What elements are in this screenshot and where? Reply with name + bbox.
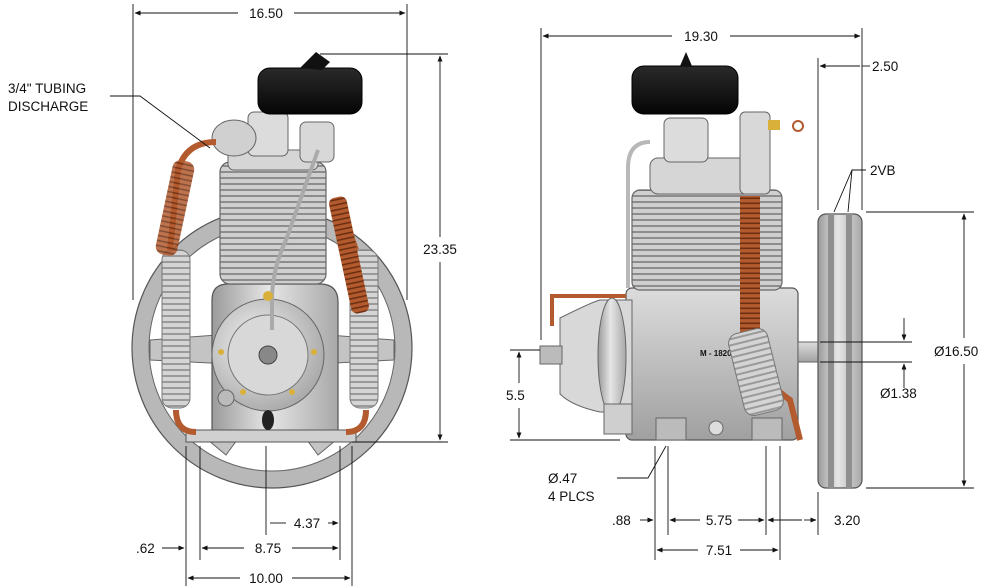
brass-fitting — [263, 291, 273, 301]
side-cylinder — [631, 111, 783, 291]
dim-7-51: 7.51 — [706, 543, 732, 558]
model-label: M - 1820 — [700, 349, 732, 358]
crank-shaft — [797, 341, 821, 363]
side-gauge-line — [626, 140, 651, 288]
cooling-coil-right — [329, 196, 379, 435]
dim-5-75: 5.75 — [706, 513, 732, 528]
dim-side-length: 19.30 — [684, 29, 718, 44]
side-cooling-coil — [740, 196, 760, 336]
dim-pulley-diameter: Ø16.50 — [934, 344, 978, 359]
dim-4-37: 4.37 — [294, 516, 320, 531]
pulley — [817, 213, 863, 489]
side-air-filter — [631, 52, 739, 115]
air-filter — [257, 52, 363, 115]
dim-8-75: 8.75 — [255, 541, 281, 556]
dim-shaft-height: 5.5 — [506, 388, 525, 403]
side-fitting — [768, 120, 780, 130]
dim-front-height: 23.35 — [423, 242, 457, 257]
dim-10-00: 10.00 — [249, 571, 283, 586]
side-dimensions — [510, 28, 974, 560]
side-view: M - 1820 — [510, 28, 974, 560]
end-cover — [539, 297, 633, 435]
belt-grooves-label: 2VB — [870, 163, 896, 178]
side-copper-line — [550, 294, 626, 326]
front-view — [110, 4, 448, 586]
tubing-note-line1: 3/4" TUBING — [8, 81, 86, 96]
side-coil-lower — [728, 328, 784, 416]
front-dimensions — [110, 4, 448, 586]
side-wire-loop — [792, 120, 804, 132]
dim-0-88: .88 — [612, 513, 631, 528]
dim-shaft-diameter: Ø1.38 — [880, 386, 917, 401]
front-labels: 16.50 23.35 3/4" TUBING DISCHARGE 4.37 .… — [8, 6, 457, 586]
dim-pulley-offset: 2.50 — [872, 59, 898, 74]
crankcase — [185, 283, 357, 443]
cylinder — [211, 111, 335, 285]
dim-3-20: 3.20 — [834, 513, 860, 528]
cooling-coil-left — [155, 139, 217, 435]
dim-front-width: 16.50 — [249, 6, 283, 21]
hole-note-line2: 4 PLCS — [548, 489, 595, 504]
hole-note-line1: Ø.47 — [548, 471, 577, 486]
side-labels: 19.30 2.50 2VB Ø16.50 Ø1.38 5.5 Ø.47 4 P… — [506, 29, 978, 558]
dim-0-62: .62 — [136, 541, 155, 556]
tubing-note-line2: DISCHARGE — [8, 99, 88, 114]
